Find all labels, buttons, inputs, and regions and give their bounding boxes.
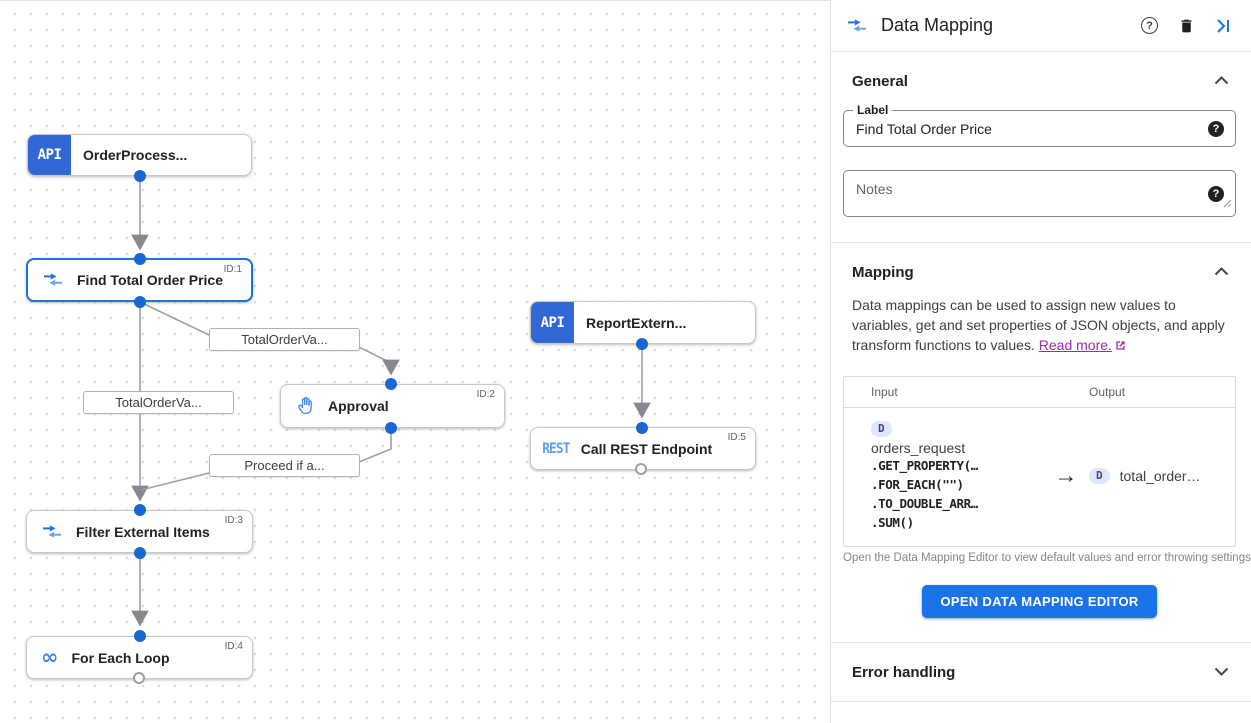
connector-dot[interactable] xyxy=(636,422,648,434)
rest-badge: REST xyxy=(542,440,570,457)
read-more-link[interactable]: Read more. xyxy=(1038,337,1112,353)
chevron-up-icon[interactable] xyxy=(1214,263,1229,281)
mapping-input-cell: D orders_request .GET_PROPERTY(… .FOR_EA… xyxy=(844,419,1043,532)
connector-dot[interactable] xyxy=(134,547,146,559)
mapping-preview-table: Input Output D orders_request .GET_PROPE… xyxy=(843,376,1236,547)
resize-handle[interactable] xyxy=(1223,195,1232,213)
hand-icon xyxy=(295,396,315,416)
mapping-table-caption: Open the Data Mapping Editor to view def… xyxy=(843,552,1251,564)
chevron-down-icon[interactable] xyxy=(1214,663,1229,681)
mapping-heading: Mapping xyxy=(852,263,914,281)
label-help-icon[interactable]: ? xyxy=(1208,120,1224,137)
mapping-section: Mapping Data mappings can be used to ass… xyxy=(831,243,1251,618)
input-column-header: Input xyxy=(871,385,898,399)
node-id-label: ID:4 xyxy=(224,641,243,652)
double-type-badge: D xyxy=(871,421,892,437)
general-heading: General xyxy=(852,72,908,90)
error-handling-section-header[interactable]: Error handling xyxy=(831,643,1251,701)
connector-dot[interactable] xyxy=(134,170,146,182)
node-label: Approval xyxy=(328,398,389,414)
node-id-label: ID:1 xyxy=(223,264,242,275)
transform-function: .GET_PROPERTY(… xyxy=(871,458,978,473)
label-field-label: Label xyxy=(853,103,893,117)
node-order-process-trigger[interactable]: API OrderProcess... xyxy=(27,134,252,176)
node-call-rest-endpoint[interactable]: REST Call REST Endpoint ID:5 xyxy=(530,427,756,470)
node-label: Find Total Order Price xyxy=(77,272,223,288)
data-mapping-icon xyxy=(41,523,63,541)
notes-input[interactable] xyxy=(844,171,1174,216)
mapping-table-header: Input Output xyxy=(844,377,1235,408)
external-link-icon xyxy=(1115,336,1126,356)
connector-dot[interactable] xyxy=(134,296,146,308)
section-divider xyxy=(831,242,1251,243)
open-data-mapping-editor-button[interactable]: OPEN DATA MAPPING EDITOR xyxy=(922,585,1157,618)
transform-function: .FOR_EACH("") xyxy=(871,477,964,492)
connector-dot[interactable] xyxy=(134,504,146,516)
error-handling-heading: Error handling xyxy=(852,663,956,681)
mapping-arrow-icon: → xyxy=(1054,462,1078,488)
data-mapping-config-panel: Data Mapping ? General xyxy=(830,0,1251,723)
output-variable-name: total_order… xyxy=(1119,467,1201,484)
edge-label-total-order-value-1[interactable]: TotalOrderVa... xyxy=(209,328,360,351)
edge-layer xyxy=(131,177,651,627)
node-id-label: ID:5 xyxy=(727,432,746,443)
connector-dot[interactable] xyxy=(134,253,146,265)
node-label: ReportExtern... xyxy=(586,314,687,331)
node-id-label: ID:2 xyxy=(476,389,495,400)
node-filter-external-items[interactable]: Filter External Items ID:3 xyxy=(26,510,253,553)
node-id-label: ID:3 xyxy=(224,515,243,526)
node-label: OrderProcess... xyxy=(83,147,188,163)
edge-label-total-order-value-2[interactable]: TotalOrderVa... xyxy=(83,391,234,414)
transform-function: .SUM() xyxy=(871,515,914,530)
loop-icon: ∞ xyxy=(41,645,59,669)
chevron-up-icon[interactable] xyxy=(1214,72,1229,90)
collapse-panel-icon[interactable] xyxy=(1215,18,1231,34)
node-label: Filter External Items xyxy=(76,523,210,540)
connector-dot[interactable] xyxy=(636,338,648,350)
general-section-header[interactable]: General xyxy=(843,52,1236,104)
node-approval[interactable]: Approval ID:2 xyxy=(280,384,505,428)
mapping-description: Data mappings can be used to assign new … xyxy=(843,295,1236,356)
section-divider xyxy=(831,701,1251,702)
mapping-section-header[interactable]: Mapping xyxy=(843,243,1236,295)
connector-dot-empty[interactable] xyxy=(635,463,647,475)
input-variable-name: orders_request xyxy=(871,440,966,456)
data-mapping-icon xyxy=(42,271,64,289)
connector-dot[interactable] xyxy=(385,378,397,390)
delete-task-icon[interactable] xyxy=(1178,17,1195,35)
transform-function: .TO_DOUBLE_ARR… xyxy=(871,496,978,511)
panel-header: Data Mapping ? xyxy=(831,0,1251,52)
api-trigger-badge: API xyxy=(531,302,574,343)
mapping-table-row[interactable]: D orders_request .GET_PROPERTY(… .FOR_EA… xyxy=(844,408,1235,546)
label-input[interactable] xyxy=(844,111,1174,146)
api-trigger-badge: API xyxy=(28,135,71,175)
label-field: Label ? xyxy=(843,103,1236,147)
output-column-header: Output xyxy=(1089,385,1126,399)
connector-dot[interactable] xyxy=(134,630,146,642)
connector-dot-empty[interactable] xyxy=(133,672,145,684)
panel-title: Data Mapping xyxy=(881,15,994,35)
general-section: General Label ? ? xyxy=(831,52,1251,242)
data-mapping-icon xyxy=(846,17,868,35)
node-report-extern-trigger[interactable]: API ReportExtern... xyxy=(530,301,756,344)
section-divider xyxy=(831,642,1251,643)
help-icon[interactable]: ? xyxy=(1141,17,1158,34)
mapping-output-cell: D total_order… xyxy=(1089,467,1235,484)
notes-field: ? xyxy=(843,170,1236,217)
node-label: Call REST Endpoint xyxy=(580,440,713,457)
node-label: For Each Loop xyxy=(71,649,170,666)
connector-dot[interactable] xyxy=(385,422,397,434)
workflow-canvas[interactable]: API OrderProcess... Find Total Order Pri… xyxy=(0,0,830,723)
double-type-badge: D xyxy=(1089,467,1110,484)
notes-help-icon[interactable]: ? xyxy=(1208,185,1224,202)
edge-label-proceed-if[interactable]: Proceed if a... xyxy=(209,454,360,477)
